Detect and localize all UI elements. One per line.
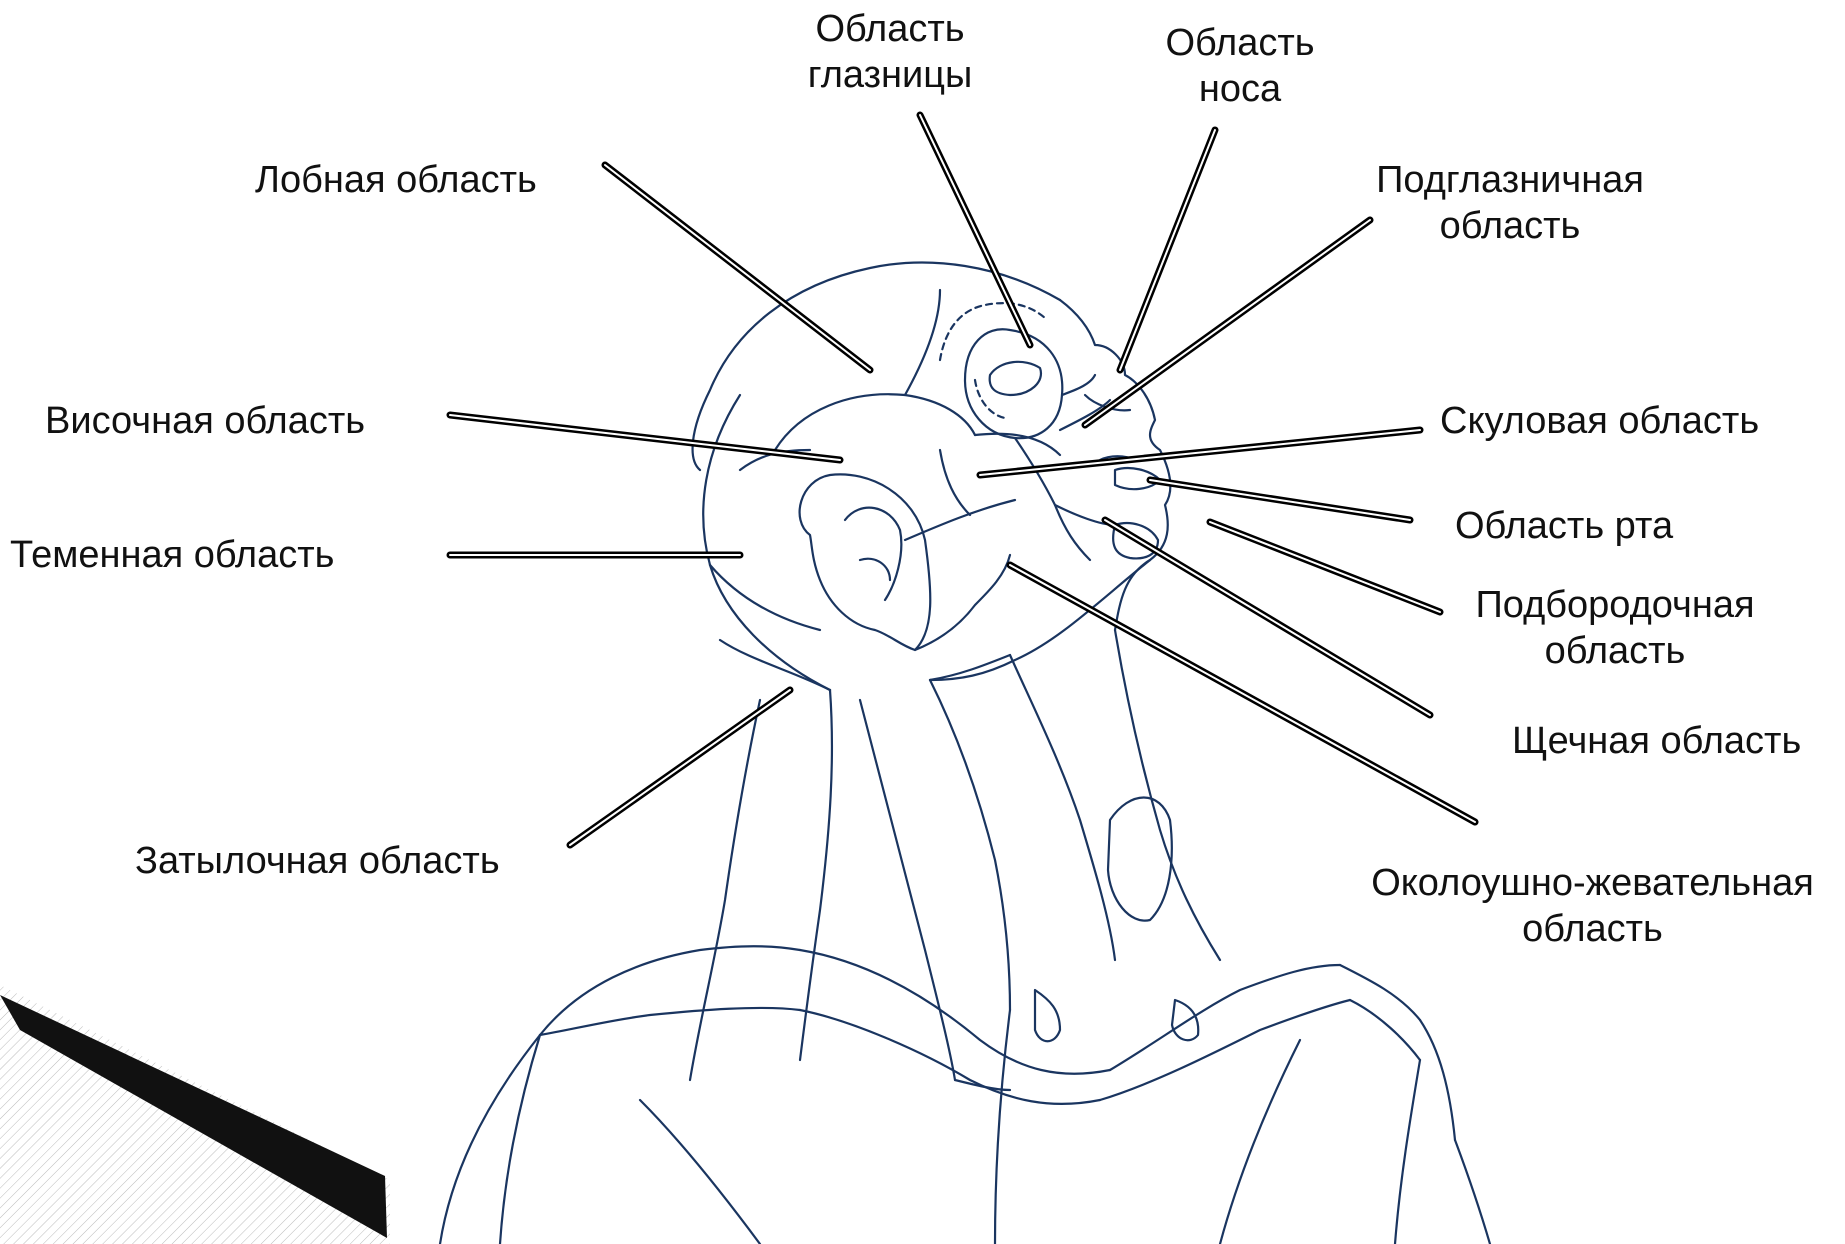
label-infraorbital-region: Подглазничная область [1350, 157, 1670, 249]
label-zygomatic-region: Скуловая область [1440, 398, 1759, 444]
label-temporal-region: Височная область [45, 398, 365, 444]
label-parotid-line1: Околоушно-жевательная [1340, 860, 1845, 906]
head-outline [440, 263, 1490, 1244]
label-parietal-region: Теменная область [10, 532, 334, 578]
label-frontal-line1: Лобная область [255, 157, 537, 203]
label-nose-line2: носа [1150, 66, 1330, 112]
label-buccal-line1: Щечная область [1512, 718, 1801, 764]
label-orbit-region: Область глазницы [800, 6, 980, 98]
label-mental-line2: область [1450, 628, 1780, 674]
label-buccal-region: Щечная область [1512, 718, 1801, 764]
label-occipital-line1: Затылочная область [135, 838, 500, 884]
label-frontal-region: Лобная область [255, 157, 537, 203]
label-orbit-line2: глазницы [800, 52, 980, 98]
label-parotid-masseteric-region: Околоушно-жевательная область [1340, 860, 1845, 952]
label-infraorbital-line2: область [1350, 203, 1670, 249]
label-temporal-line1: Височная область [45, 398, 365, 444]
label-mental-line1: Подбородочная [1450, 582, 1780, 628]
label-zygomatic-line1: Скуловая область [1440, 398, 1759, 444]
label-oral-line1: Область рта [1455, 503, 1673, 549]
label-orbit-line1: Область [800, 6, 980, 52]
label-mental-region: Подбородочная область [1450, 582, 1780, 674]
corner-arrow-decoration [0, 985, 390, 1244]
label-occipital-region: Затылочная область [135, 838, 500, 884]
label-nose-line1: Область [1150, 20, 1330, 66]
leader-lines [450, 115, 1475, 845]
label-nose-region: Область носа [1150, 20, 1330, 112]
label-parotid-line2: область [1340, 906, 1845, 952]
label-parietal-line1: Теменная область [10, 532, 334, 578]
label-infraorbital-line1: Подглазничная [1350, 157, 1670, 203]
label-oral-region: Область рта [1455, 503, 1673, 549]
